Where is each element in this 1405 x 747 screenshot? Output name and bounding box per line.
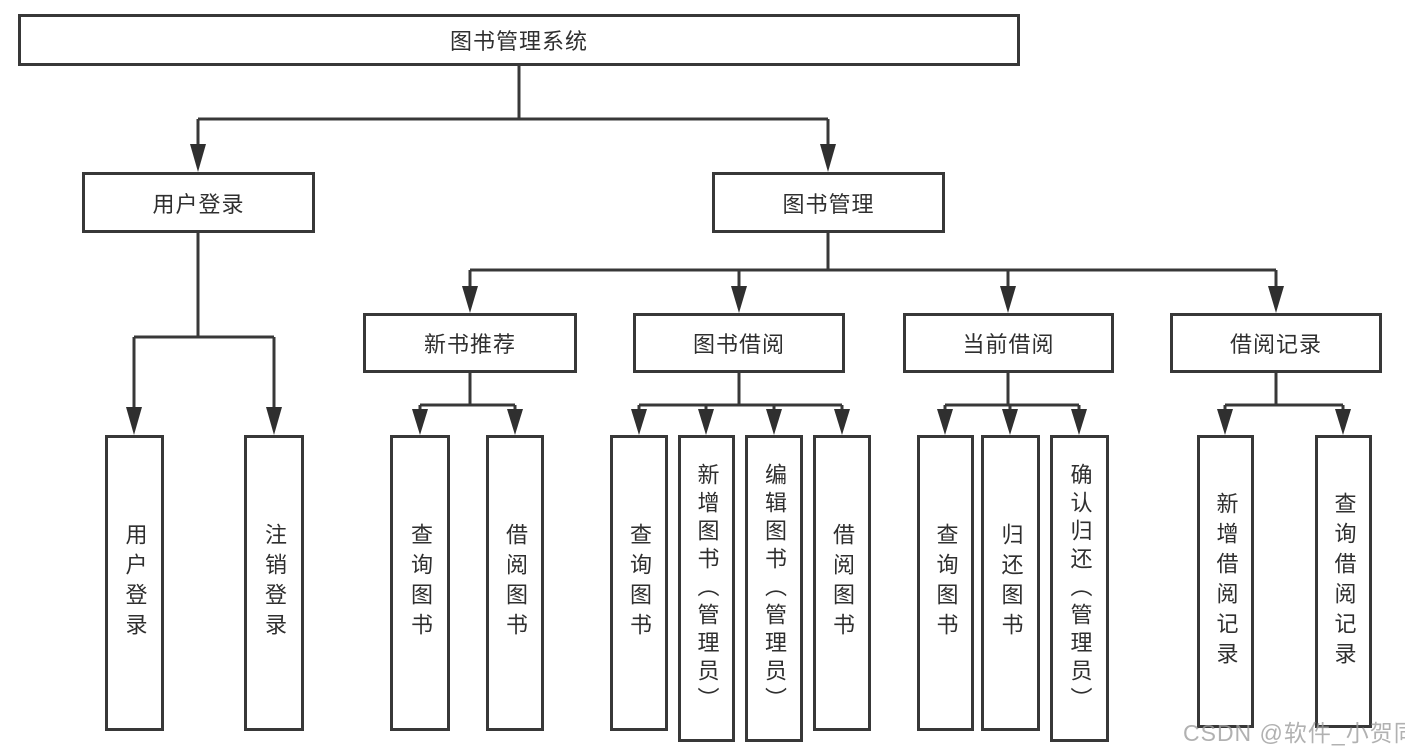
- node-label: 借阅记录: [1229, 332, 1322, 357]
- node-label: 图书管理系统: [449, 29, 588, 54]
- leaf-borrowing-query-books: 查询图书: [610, 435, 668, 731]
- arrowhead: [1217, 409, 1233, 435]
- arrowhead: [412, 409, 428, 435]
- edge-current-borrowing-children: [937, 373, 1087, 435]
- arrowhead: [731, 286, 747, 313]
- node-borrowing-records: 借阅记录: [1170, 313, 1382, 373]
- edge-book-borrowing-children: [631, 373, 850, 435]
- arrowhead: [507, 409, 523, 435]
- arrowhead: [698, 409, 714, 435]
- node-label: 查询图书: [408, 523, 433, 643]
- node-label: 新书推荐: [423, 332, 516, 357]
- node-label: 新增借阅记录: [1213, 491, 1239, 672]
- node-book-management: 图书管理: [712, 172, 945, 233]
- edge-user-login-children: [126, 233, 282, 435]
- node-label: 查询图书: [627, 523, 652, 643]
- arrowhead: [766, 409, 782, 435]
- node-label: 编辑图书（管理员）: [762, 462, 787, 715]
- leaf-add-books-admin: 新增图书（管理员）: [678, 435, 735, 742]
- node-system-root: 图书管理系统: [18, 14, 1020, 66]
- node-label: 确认归还（管理员）: [1067, 462, 1093, 715]
- arrowhead: [631, 409, 647, 435]
- node-label: 用户登录: [122, 523, 148, 643]
- leaf-logout: 注销登录: [244, 435, 304, 731]
- node-current-borrowing: 当前借阅: [903, 313, 1114, 373]
- node-label: 当前借阅: [962, 332, 1055, 357]
- edge-borrowing-records-children: [1217, 373, 1351, 435]
- node-label: 注销登录: [262, 523, 287, 643]
- leaf-recommend-borrow-books: 借阅图书: [486, 435, 544, 731]
- node-label: 归还图书: [998, 523, 1024, 643]
- arrowhead: [1000, 286, 1016, 313]
- arrowhead: [820, 144, 836, 172]
- arrowhead: [266, 407, 282, 435]
- arrowhead: [1071, 409, 1087, 435]
- node-label: 用户登录: [152, 191, 245, 217]
- arrowhead: [190, 144, 206, 172]
- node-new-book-recommendation: 新书推荐: [363, 313, 577, 373]
- edge-new-book-recommendation-children: [412, 373, 523, 435]
- leaf-borrowing-borrow-books: 借阅图书: [813, 435, 871, 731]
- leaf-query-borrow-record: 查询借阅记录: [1315, 435, 1372, 728]
- node-label: 借阅图书: [830, 523, 855, 643]
- arrowhead: [1335, 409, 1351, 435]
- node-label: 图书借阅: [692, 332, 785, 357]
- node-label: 查询借阅记录: [1331, 491, 1357, 672]
- leaf-current-query-books: 查询图书: [917, 435, 974, 731]
- node-user-login: 用户登录: [82, 172, 315, 233]
- arrowhead: [834, 409, 850, 435]
- node-label: 借阅图书: [503, 523, 528, 643]
- leaf-edit-books-admin: 编辑图书（管理员）: [745, 435, 803, 742]
- node-book-borrowing: 图书借阅: [633, 313, 845, 373]
- arrowhead: [1268, 286, 1284, 313]
- leaf-recommend-query-books: 查询图书: [390, 435, 450, 731]
- edge-book-management-children: [462, 233, 1284, 313]
- leaf-user-login: 用户登录: [105, 435, 164, 731]
- csdn-watermark: CSDN @软件_小贺同学: [1183, 720, 1405, 746]
- arrowhead: [126, 407, 142, 435]
- node-label: 图书管理: [782, 191, 875, 217]
- arrowhead: [1002, 409, 1018, 435]
- leaf-confirm-return-admin: 确认归还（管理员）: [1050, 435, 1109, 742]
- edge-root-to-level2: [190, 66, 836, 172]
- arrowhead: [462, 286, 478, 313]
- leaf-add-borrow-record: 新增借阅记录: [1197, 435, 1254, 728]
- leaf-return-books: 归还图书: [981, 435, 1040, 731]
- node-label: 新增图书（管理员）: [694, 462, 720, 715]
- arrowhead: [937, 409, 953, 435]
- node-label: 查询图书: [933, 523, 959, 643]
